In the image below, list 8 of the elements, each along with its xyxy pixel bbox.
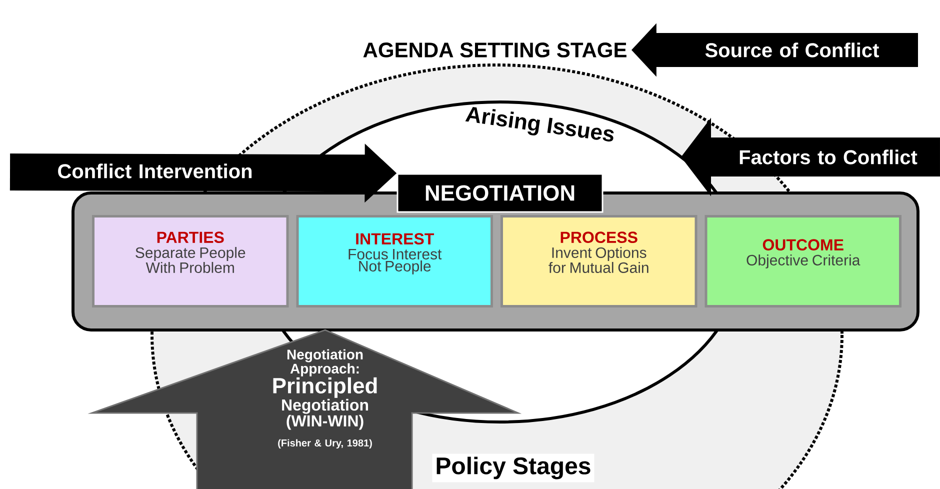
category-box: PROCESS Invent Options for Mutual Gain	[500, 215, 698, 308]
edge-label: Source of Conflict	[705, 42, 879, 58]
stage-title: Policy Stages	[432, 454, 594, 482]
stage-title: AGENDA SETTING STAGE	[358, 38, 632, 62]
category-box: OUTCOME Objective Criteria	[704, 215, 902, 308]
category-box: PARTIES Separate People With Problem	[92, 215, 289, 308]
category-box: INTEREST Focus Interest Not People	[296, 215, 493, 308]
edge-label: Factors to Conflict	[740, 150, 918, 164]
